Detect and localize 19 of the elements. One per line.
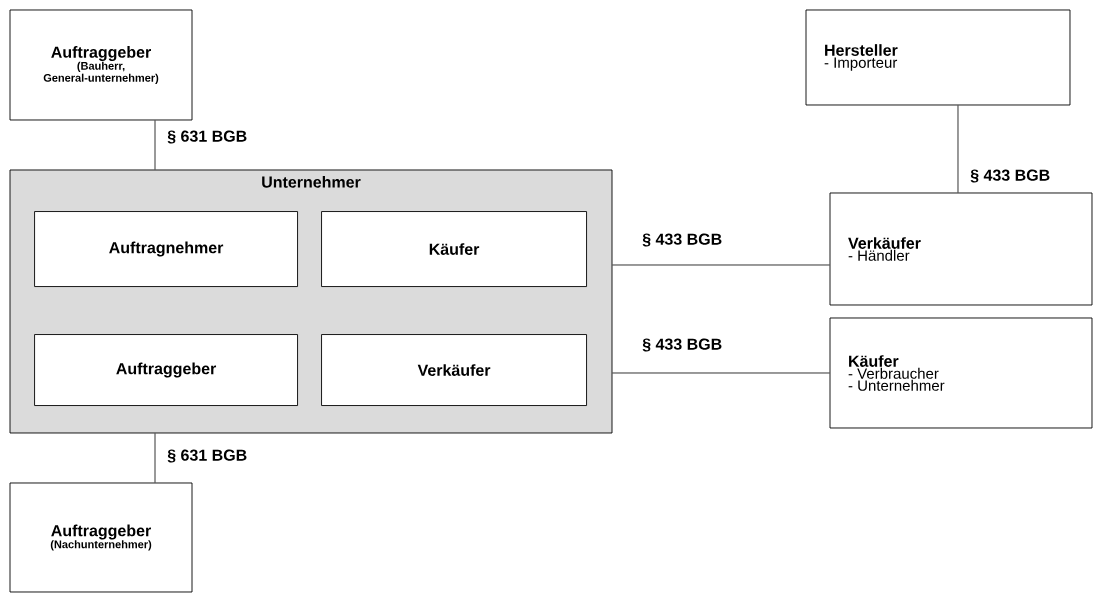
role-box: Hersteller - Importeur (805, 9, 1071, 106)
edge-label: § 433 BGB (640, 231, 725, 249)
connector-line (612, 372, 830, 374)
edge-label: § 433 BGB (968, 167, 1053, 185)
connector-line (154, 433, 156, 483)
role-box: Auftraggeber (Nachunternehmer) (9, 482, 193, 593)
role-box: Käufer (321, 211, 587, 287)
connector-line (612, 264, 830, 266)
connector-line (957, 105, 959, 193)
connector-line (154, 120, 156, 170)
role-box: Auftraggeber (Bauherr, General-unternehmer) (9, 9, 193, 121)
role-box: Verkäufer - Händler (829, 192, 1093, 306)
edge-label: § 631 BGB (165, 128, 250, 146)
edge-label: § 631 BGB (165, 447, 250, 465)
role-box: Auftraggeber (34, 334, 298, 406)
edge-label: § 433 BGB (640, 336, 725, 354)
role-box: Käufer - Verbraucher - Unternehmer (829, 317, 1093, 429)
role-box: Auftragnehmer (34, 211, 298, 287)
role-box: Verkäufer (321, 334, 587, 406)
